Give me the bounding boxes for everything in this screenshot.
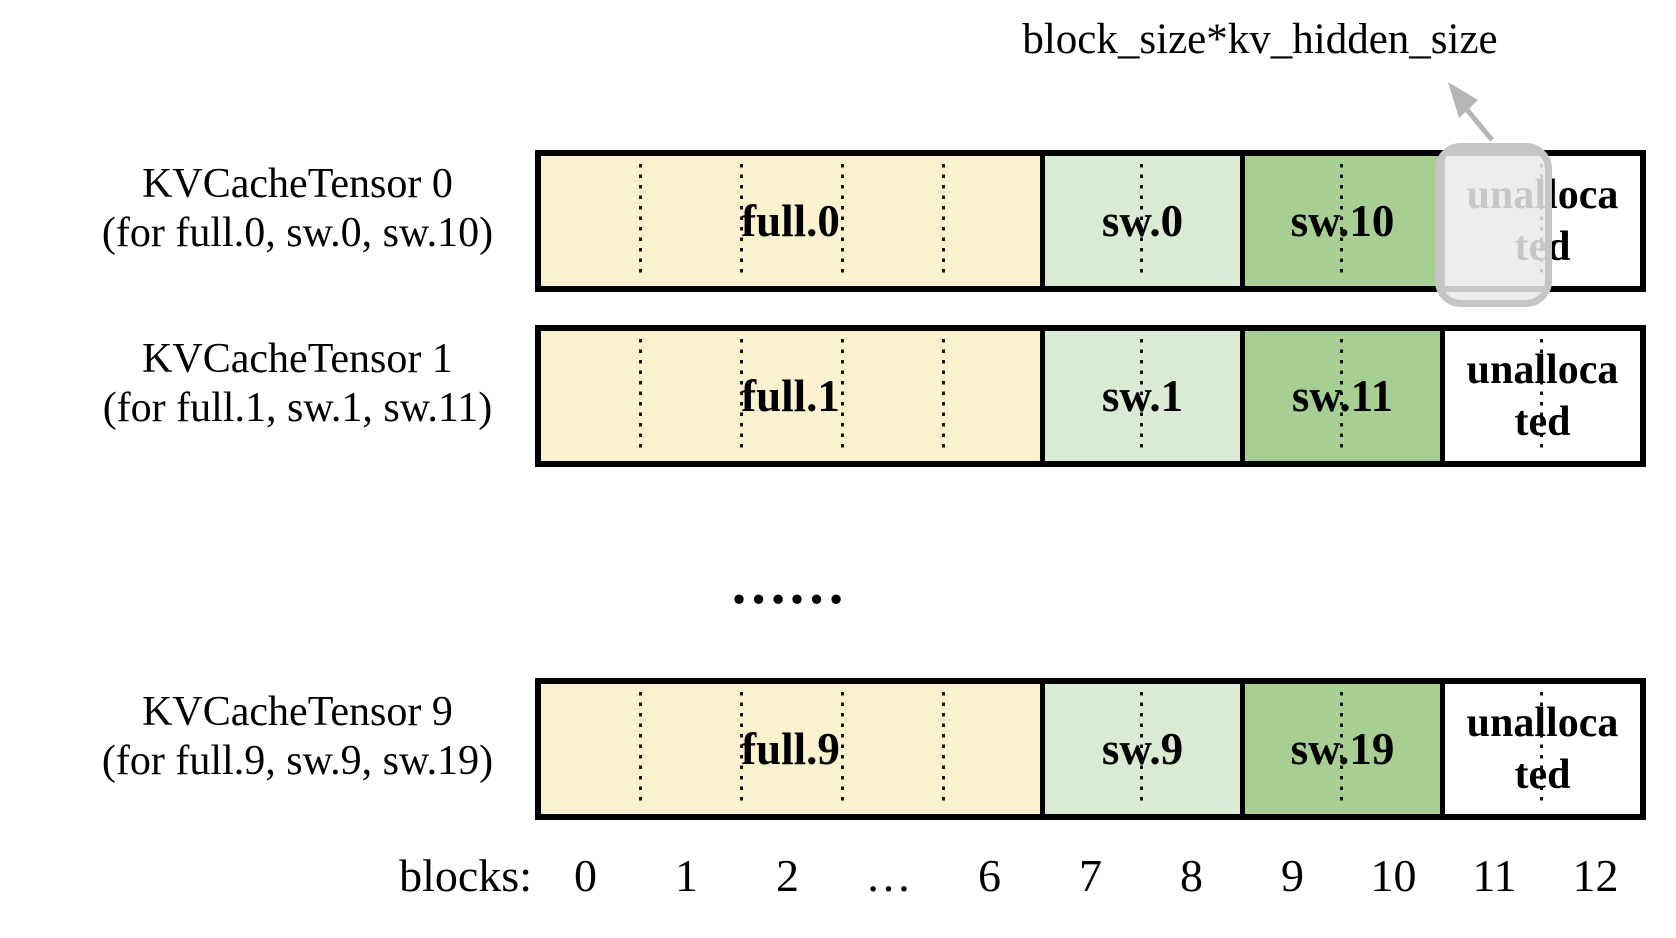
block-divider [841, 339, 844, 453]
block-divider [1340, 164, 1343, 278]
tensor-9-segment-sw-early: sw.9 [1040, 684, 1240, 814]
axis-tick: 2 [776, 850, 799, 901]
axis-tick: 0 [574, 850, 597, 901]
tensor-9-label: KVCacheTensor 9 (for full.9, sw.9, sw.19… [50, 688, 545, 786]
axis-tick: 9 [1281, 850, 1304, 901]
block-divider [1340, 339, 1343, 453]
segment-label: sw.19 [1290, 724, 1395, 774]
block-divider [639, 692, 642, 806]
tensor-1-segment-sw-late: sw.11 [1240, 331, 1440, 461]
tensor-9-segment-unallocated: unalloca ted [1440, 684, 1640, 814]
highlight-box [1435, 143, 1552, 307]
segment-label: sw.0 [1101, 196, 1184, 246]
block-divider [1340, 692, 1343, 806]
segment-label: full.9 [741, 724, 840, 774]
segment-label: full.1 [741, 371, 840, 421]
block-divider [942, 164, 945, 278]
tensor-1-subtitle: (for full.1, sw.1, sw.11) [102, 385, 493, 431]
tensor-1-title: KVCacheTensor 1 [142, 336, 453, 382]
axis-tick: 8 [1180, 850, 1203, 901]
tensor-1-segment-full: full.1 [541, 331, 1040, 461]
segment-label: unalloca ted [1466, 699, 1619, 799]
block-divider [1540, 692, 1543, 806]
axis-tick: 11 [1472, 850, 1517, 901]
block-divider [841, 164, 844, 278]
block-divider [1140, 164, 1143, 278]
block-divider [942, 339, 945, 453]
tensor-1-label: KVCacheTensor 1 (for full.1, sw.1, sw.11… [50, 335, 545, 433]
tensor-0-subtitle: (for full.0, sw.0, sw.10) [101, 210, 494, 256]
tensor-0-segment-full: full.0 [541, 156, 1040, 286]
block-divider [639, 164, 642, 278]
tensor-9-title: KVCacheTensor 9 [142, 689, 453, 735]
tensor-9-segment-sw-late: sw.19 [1240, 684, 1440, 814]
segment-label: unalloca ted [1466, 346, 1619, 446]
rows-ellipsis: …… [729, 551, 846, 616]
segment-label: sw.11 [1291, 371, 1394, 421]
block-divider [1140, 339, 1143, 453]
tensor-0-segment-sw-early: sw.0 [1040, 156, 1240, 286]
tensor-1-bar: full.1 sw.1 sw.11 unalloca ted [535, 325, 1646, 467]
block-divider [942, 692, 945, 806]
tensor-0-label: KVCacheTensor 0 (for full.0, sw.0, sw.10… [50, 160, 545, 258]
segment-label: full.0 [741, 196, 840, 246]
axis-tick: 1 [675, 850, 698, 901]
tensor-1-segment-sw-early: sw.1 [1040, 331, 1240, 461]
block-divider [740, 339, 743, 453]
tensor-0-segment-sw-late: sw.10 [1240, 156, 1440, 286]
tensor-9-bar: full.9 sw.9 sw.19 unalloca ted [535, 678, 1646, 820]
block-divider [740, 164, 743, 278]
tensor-0-title: KVCacheTensor 0 [142, 161, 453, 207]
segment-label: sw.1 [1101, 371, 1184, 421]
block-divider [1540, 339, 1543, 453]
annotation-label: block_size*kv_hidden_size [1022, 16, 1498, 63]
axis-tick: … [865, 850, 912, 901]
segment-label: sw.9 [1101, 724, 1184, 774]
tensor-1-segment-unallocated: unalloca ted [1440, 331, 1640, 461]
axis-tick: 12 [1572, 850, 1619, 901]
tensor-9-segment-full: full.9 [541, 684, 1040, 814]
axis-tick: 6 [978, 850, 1001, 901]
block-divider [1140, 692, 1143, 806]
tensor-9-subtitle: (for full.9, sw.9, sw.19) [101, 738, 494, 784]
block-divider [639, 339, 642, 453]
blocks-axis-label: blocks: [399, 850, 532, 901]
block-divider [740, 692, 743, 806]
blocks-axis: blocks: 0 1 2 … 6 7 8 9 10 11 12 [0, 846, 1646, 906]
block-divider [841, 692, 844, 806]
segment-label: sw.10 [1290, 196, 1395, 246]
axis-tick: 10 [1370, 850, 1417, 901]
axis-tick: 7 [1079, 850, 1102, 901]
